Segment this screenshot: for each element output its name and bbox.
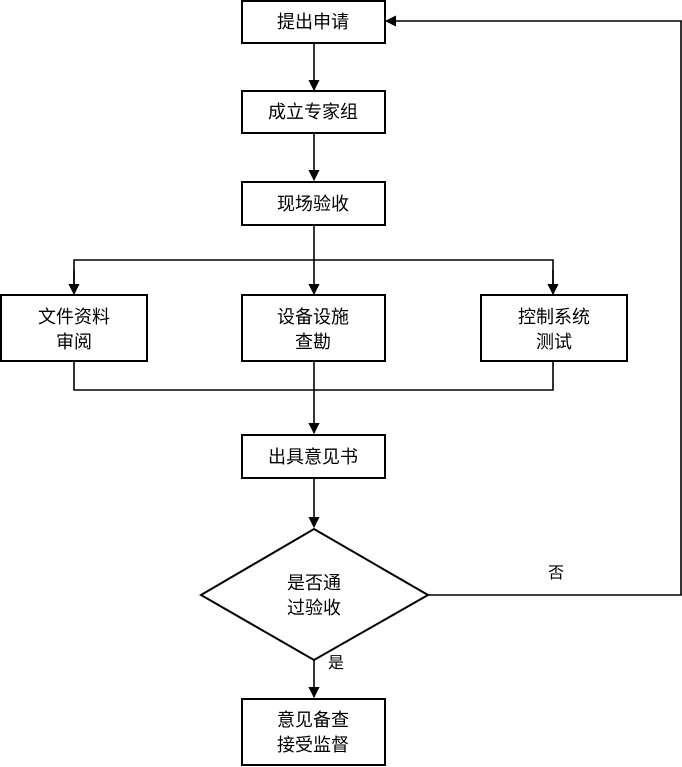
edge-label-no: 否 xyxy=(548,563,564,582)
node-archive-line-2: 接受监督 xyxy=(277,735,349,756)
node-control-test: 控制系统 测试 xyxy=(480,294,628,362)
node-decision: 是否通 过验收 xyxy=(199,527,431,662)
node-apply-line-1: 提出申请 xyxy=(277,12,349,33)
node-apply: 提出申请 xyxy=(241,0,386,44)
edge-label-yes: 是 xyxy=(328,653,344,672)
node-equipment-line-2: 查勘 xyxy=(295,332,331,353)
node-onsite: 现场验收 xyxy=(241,181,386,226)
node-archive-line-1: 意见备查 xyxy=(277,710,349,731)
node-opinion-line-1: 出具意见书 xyxy=(268,447,358,468)
node-equipment: 设备设施 查勘 xyxy=(241,294,386,362)
node-archive: 意见备查 接受监督 xyxy=(241,698,386,766)
node-decision-line-1: 是否通 xyxy=(287,573,341,594)
node-doc-review-line-1: 文件资料 xyxy=(38,307,110,328)
node-expert-group-line-1: 成立专家组 xyxy=(268,102,358,123)
node-onsite-line-1: 现场验收 xyxy=(277,194,349,215)
node-control-test-line-1: 控制系统 xyxy=(518,307,590,328)
node-doc-review: 文件资料 审阅 xyxy=(0,294,148,362)
node-expert-group: 成立专家组 xyxy=(241,90,386,134)
edges xyxy=(68,15,682,699)
node-equipment-line-1: 设备设施 xyxy=(277,307,349,328)
node-decision-line-2: 过验收 xyxy=(287,598,341,619)
edge-decision-no xyxy=(384,15,682,596)
node-opinion: 出具意见书 xyxy=(241,434,386,479)
node-control-test-line-2: 测试 xyxy=(536,332,572,353)
node-doc-review-line-2: 审阅 xyxy=(56,332,92,353)
